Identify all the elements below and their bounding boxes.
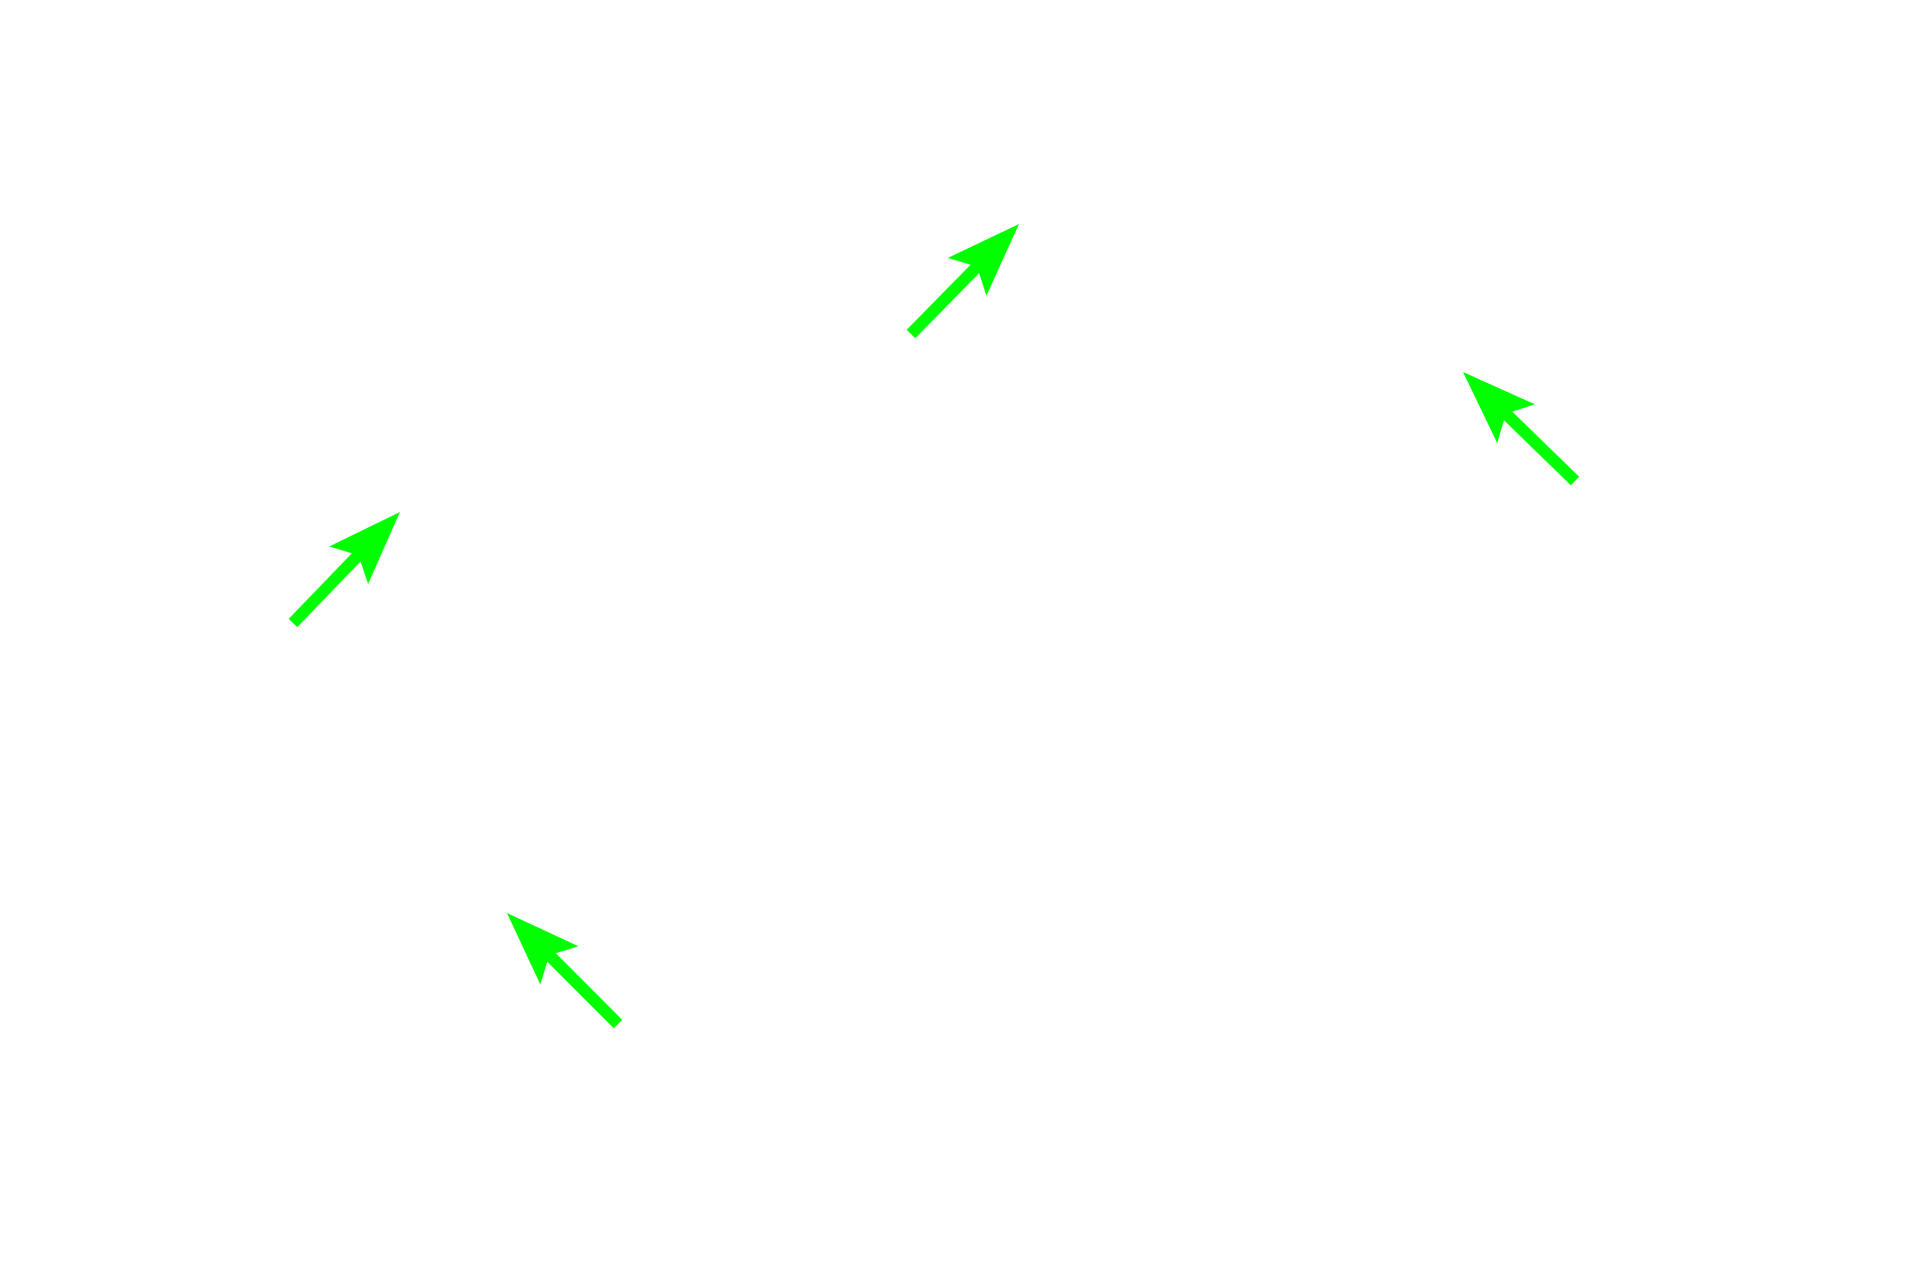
arrow-up-left-icon <box>1463 372 1580 486</box>
arrow-up-right-icon <box>288 512 400 628</box>
arrow-up-right-icon <box>906 224 1019 339</box>
arrow-up-left-icon <box>507 913 623 1029</box>
